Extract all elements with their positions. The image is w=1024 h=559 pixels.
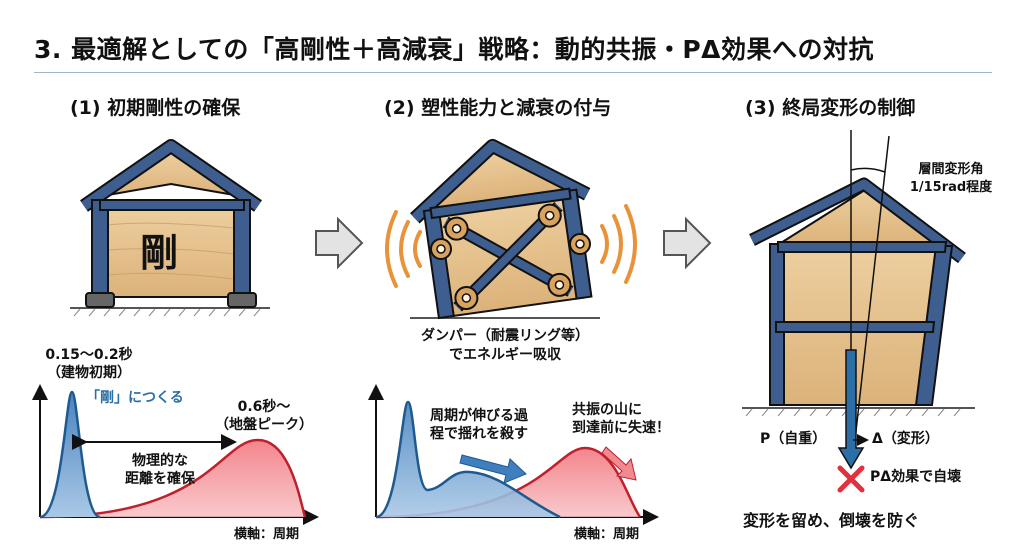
bottom-caption: 変形を留め、倒壊を防ぐ (743, 511, 920, 530)
rigid-house (70, 139, 270, 317)
period-spectrum-chart-1 (32, 384, 319, 525)
collapse-label: PΔ効果で自壊 (870, 469, 962, 485)
x-axis-label-1: 横軸：周期 (234, 527, 300, 542)
rigid-note: 「剛」につくる (86, 390, 184, 406)
house-rigid-label: 剛 (140, 231, 179, 275)
damper-caption-1: ダンパー（耐震リング等） (421, 328, 589, 344)
building-period-sub: （建物初期） (47, 365, 131, 381)
ground-period-label: 0.6秒〜 (237, 399, 291, 415)
title-divider (34, 72, 992, 73)
vibration-waves-icon (385, 204, 637, 288)
resonance-note-1: 共振の山に (572, 402, 642, 418)
deformed-house (742, 130, 975, 470)
damper-caption-2: でエネルギー吸収 (449, 347, 561, 363)
page-title: 3. 最適解としての「高剛性＋高減衰」戦略：動的共振・PΔ効果への対抗 (34, 35, 875, 64)
drift-angle-label-1: 層間変形角 (918, 162, 984, 177)
building-period-label: 0.15〜0.2秒 (45, 347, 133, 363)
load-label: P（自重） (760, 431, 827, 447)
distance-note-1: 物理的な (132, 453, 188, 469)
delta-label: Δ（変形） (872, 431, 939, 447)
cross-mark-icon (837, 465, 865, 493)
ground-period-sub: （地盤ピーク） (215, 417, 313, 433)
distance-note-2: 距離を確保 (125, 471, 195, 487)
x-axis-label-2: 横軸：周期 (574, 527, 640, 542)
arrow-right-icon (315, 216, 364, 270)
damped-house (410, 138, 600, 320)
period-extends-note-2: 程で揺れを殺す (430, 426, 528, 442)
period-spectrum-chart-2 (368, 384, 659, 525)
panel2-heading: (2) 塑性能力と減衰の付与 (384, 97, 612, 119)
arrow-right-icon (663, 216, 712, 270)
drift-angle-label-2: 1/15rad程度 (909, 180, 993, 195)
period-extends-note-1: 周期が伸びる過 (430, 408, 528, 424)
resonance-note-2: 到達前に失速！ (572, 420, 670, 436)
panel3-heading: (3) 終局変形の制御 (745, 97, 916, 119)
panel1-heading: (1) 初期剛性の確保 (70, 97, 241, 119)
